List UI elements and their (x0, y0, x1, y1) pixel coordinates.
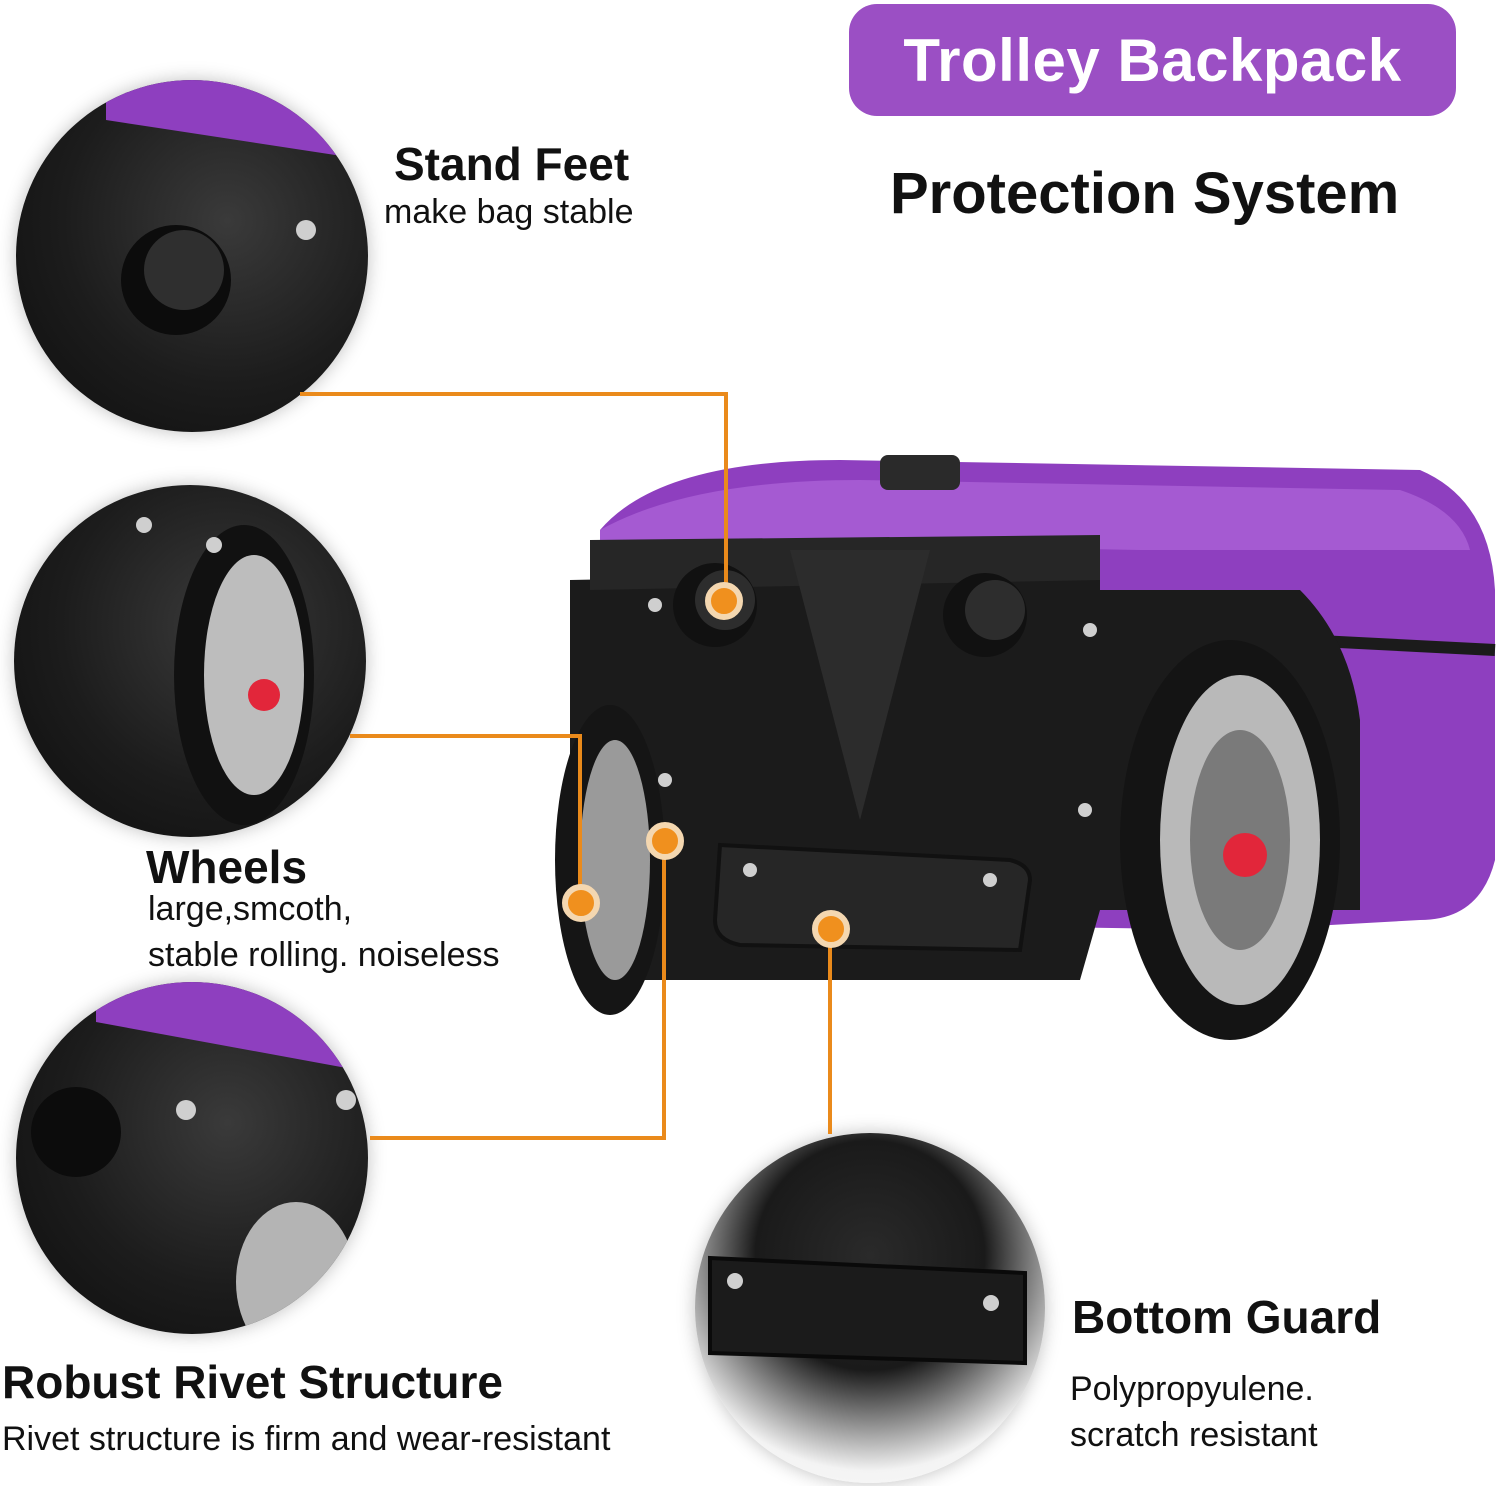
stand-feet-callout-line (300, 392, 728, 396)
rivet-structure-detail-image (16, 982, 368, 1334)
bottom-guard-desc-line-1: Polypropyulene. (1070, 1370, 1314, 1408)
trolley-backpack-illustration (555, 455, 1496, 1040)
wheels-callout-line (350, 734, 582, 738)
rivet-marker (646, 822, 684, 860)
bottom-guard-callout-line (828, 928, 832, 1134)
bottom-guard-detail-image (695, 1133, 1045, 1483)
bottom-guard-title: Bottom Guard (1072, 1291, 1382, 1343)
wheels-desc-line-2: stable rolling. noiseless (148, 936, 500, 974)
stand-feet-marker (705, 582, 743, 620)
wheels-callout-line-vertical (578, 734, 582, 902)
stand-feet-callout-line-vertical (724, 392, 728, 602)
stand-feet-title: Stand Feet (394, 138, 630, 190)
wheels-title: Wheels (146, 841, 308, 893)
rivet-callout-line-vertical (662, 842, 666, 1140)
wheels-marker (562, 884, 600, 922)
page-subtitle: Protection System (890, 161, 1400, 226)
title-badge: Trolley Backpack (849, 4, 1456, 116)
bottom-guard-marker (812, 910, 850, 948)
wheels-detail-image (14, 485, 366, 837)
wheels-desc-line-1: large,smcoth, (148, 890, 353, 928)
rivet-title: Robust Rivet Structure (2, 1356, 503, 1408)
bottom-guard-desc-line-2: scratch resistant (1070, 1416, 1318, 1454)
rivet-callout-line (370, 1136, 666, 1140)
stand-feet-desc: make bag stable (384, 193, 634, 231)
rivet-desc: Rivet structure is firm and wear-resista… (2, 1420, 611, 1458)
stand-feet-detail-image (16, 80, 368, 432)
